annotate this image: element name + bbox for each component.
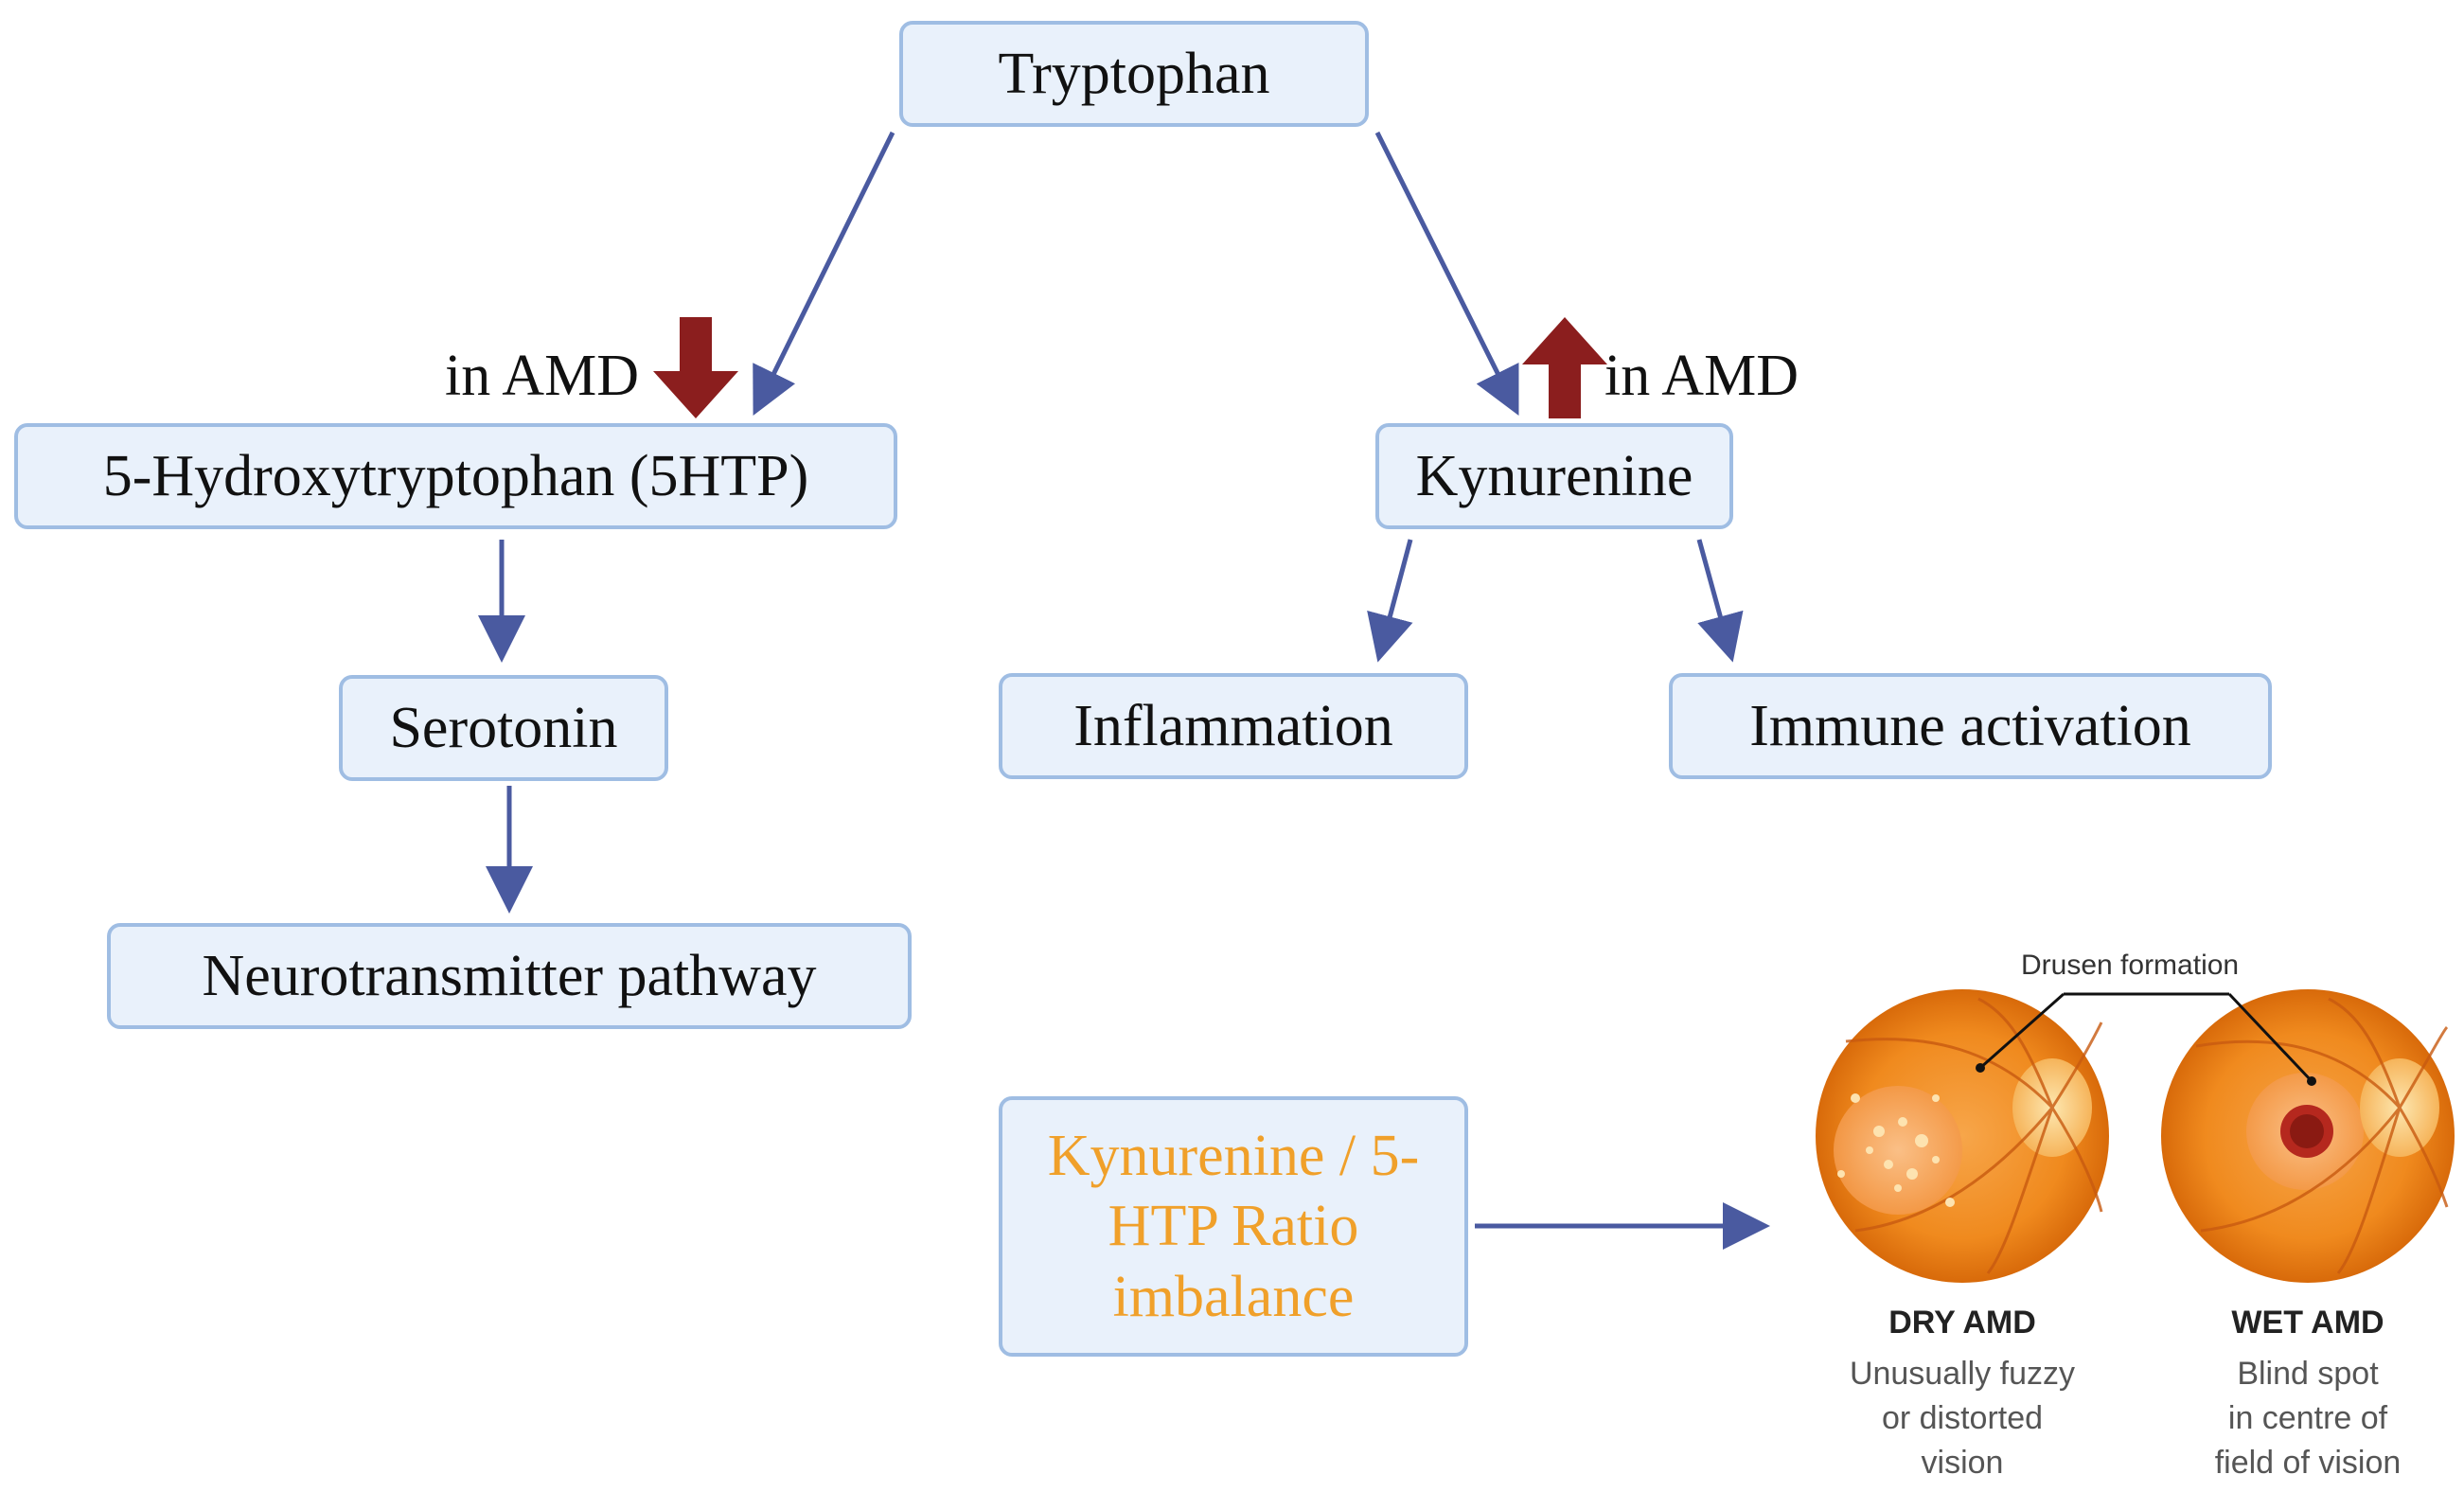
dry-amd-eye-illustration xyxy=(1816,989,2109,1283)
htp-amd-label: in AMD xyxy=(445,344,639,408)
node-kynurenine: Kynurenine xyxy=(1375,423,1733,529)
arrow-kynurenine-to-inflammation xyxy=(1367,539,1413,663)
wet-amd-title: WET AMD xyxy=(2231,1305,2384,1341)
dry-amd-description: Unusually fuzzy or distorted vision xyxy=(1849,1356,2076,1481)
wet-amd-description: Blind spot in centre of field of vision xyxy=(2214,1356,2402,1481)
up-arrow-icon xyxy=(1522,317,1607,418)
drusen-pointer-dry xyxy=(1979,992,2065,1070)
node-neurotransmitter-pathway: Neurotransmitter pathway xyxy=(107,923,912,1029)
arrow-tryptophan-to-5htp xyxy=(753,131,895,416)
wet-amd-eye-illustration xyxy=(2161,989,2455,1283)
drusen-point-wet xyxy=(2307,1076,2316,1086)
node-ratio-imbalance: Kynurenine / 5-HTP Ratio imbalance xyxy=(999,1096,1468,1357)
node-tryptophan: Tryptophan xyxy=(899,21,1369,127)
dry-amd-title: DRY AMD xyxy=(1888,1305,2036,1341)
drusen-formation-label: Drusen formation xyxy=(2021,950,2240,981)
drusen-point-dry xyxy=(1976,1063,1985,1073)
node-5-hydroxytryptophan: 5-Hydroxytryptophan (5HTP) xyxy=(14,423,897,529)
kynurenine-amd-label: in AMD xyxy=(1604,344,1799,408)
node-serotonin: Serotonin xyxy=(339,675,668,781)
node-immune-activation: Immune activation xyxy=(1669,673,2272,779)
down-arrow-icon xyxy=(653,317,738,418)
arrow-tryptophan-to-kynurenine xyxy=(1374,131,1519,416)
drusen-pointer-wet xyxy=(2227,992,2313,1083)
arrow-kynurenine-to-immune xyxy=(1696,539,1744,663)
node-inflammation: Inflammation xyxy=(999,673,1468,779)
